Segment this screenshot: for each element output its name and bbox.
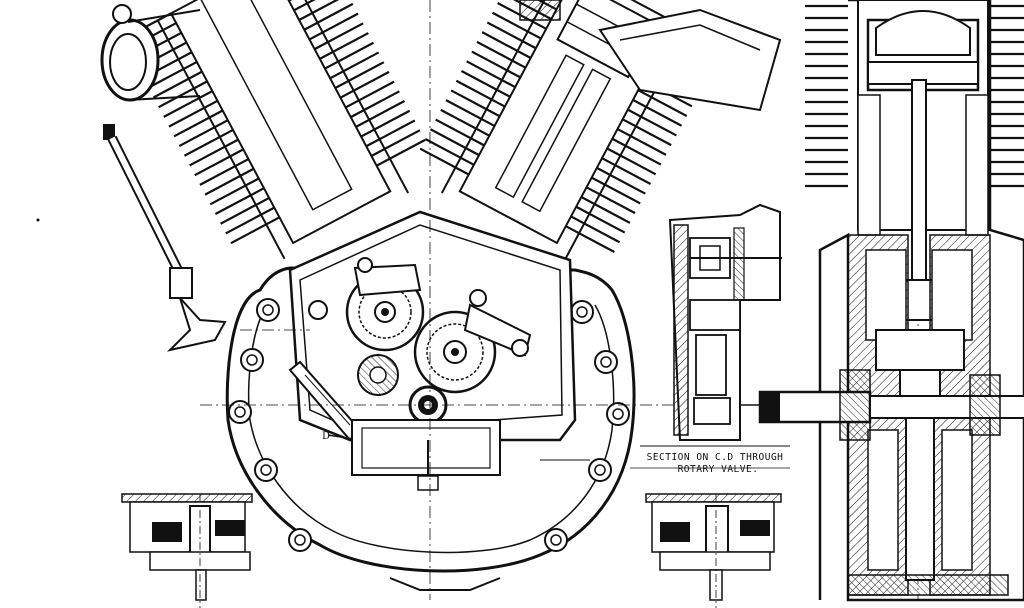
pinion-gear — [357, 354, 399, 396]
section-caption: SECTION ON C.D THROUGH ROTARY VALVE. — [630, 452, 800, 476]
rotary-valve-section — [668, 203, 782, 441]
detail-lower-left — [121, 493, 253, 608]
exhaust-port — [100, 4, 201, 102]
push-rod — [103, 124, 227, 352]
right-section-elevation — [758, 0, 1024, 602]
reference-label-d: D — [322, 431, 331, 442]
left-cylinder — [121, 0, 426, 260]
crankcase-bolts — [228, 298, 630, 552]
caption-line-1: SECTION ON C.D THROUGH — [646, 452, 784, 463]
caption-line-2: ROTARY VALVE. — [677, 464, 759, 475]
detail-lower-middle — [645, 493, 782, 608]
left-cylinder-fins — [121, 0, 426, 245]
rocker-arms — [308, 257, 532, 357]
oil-pump-box — [351, 419, 501, 491]
speck — [36, 218, 40, 222]
inlet-pipe — [519, 0, 782, 112]
